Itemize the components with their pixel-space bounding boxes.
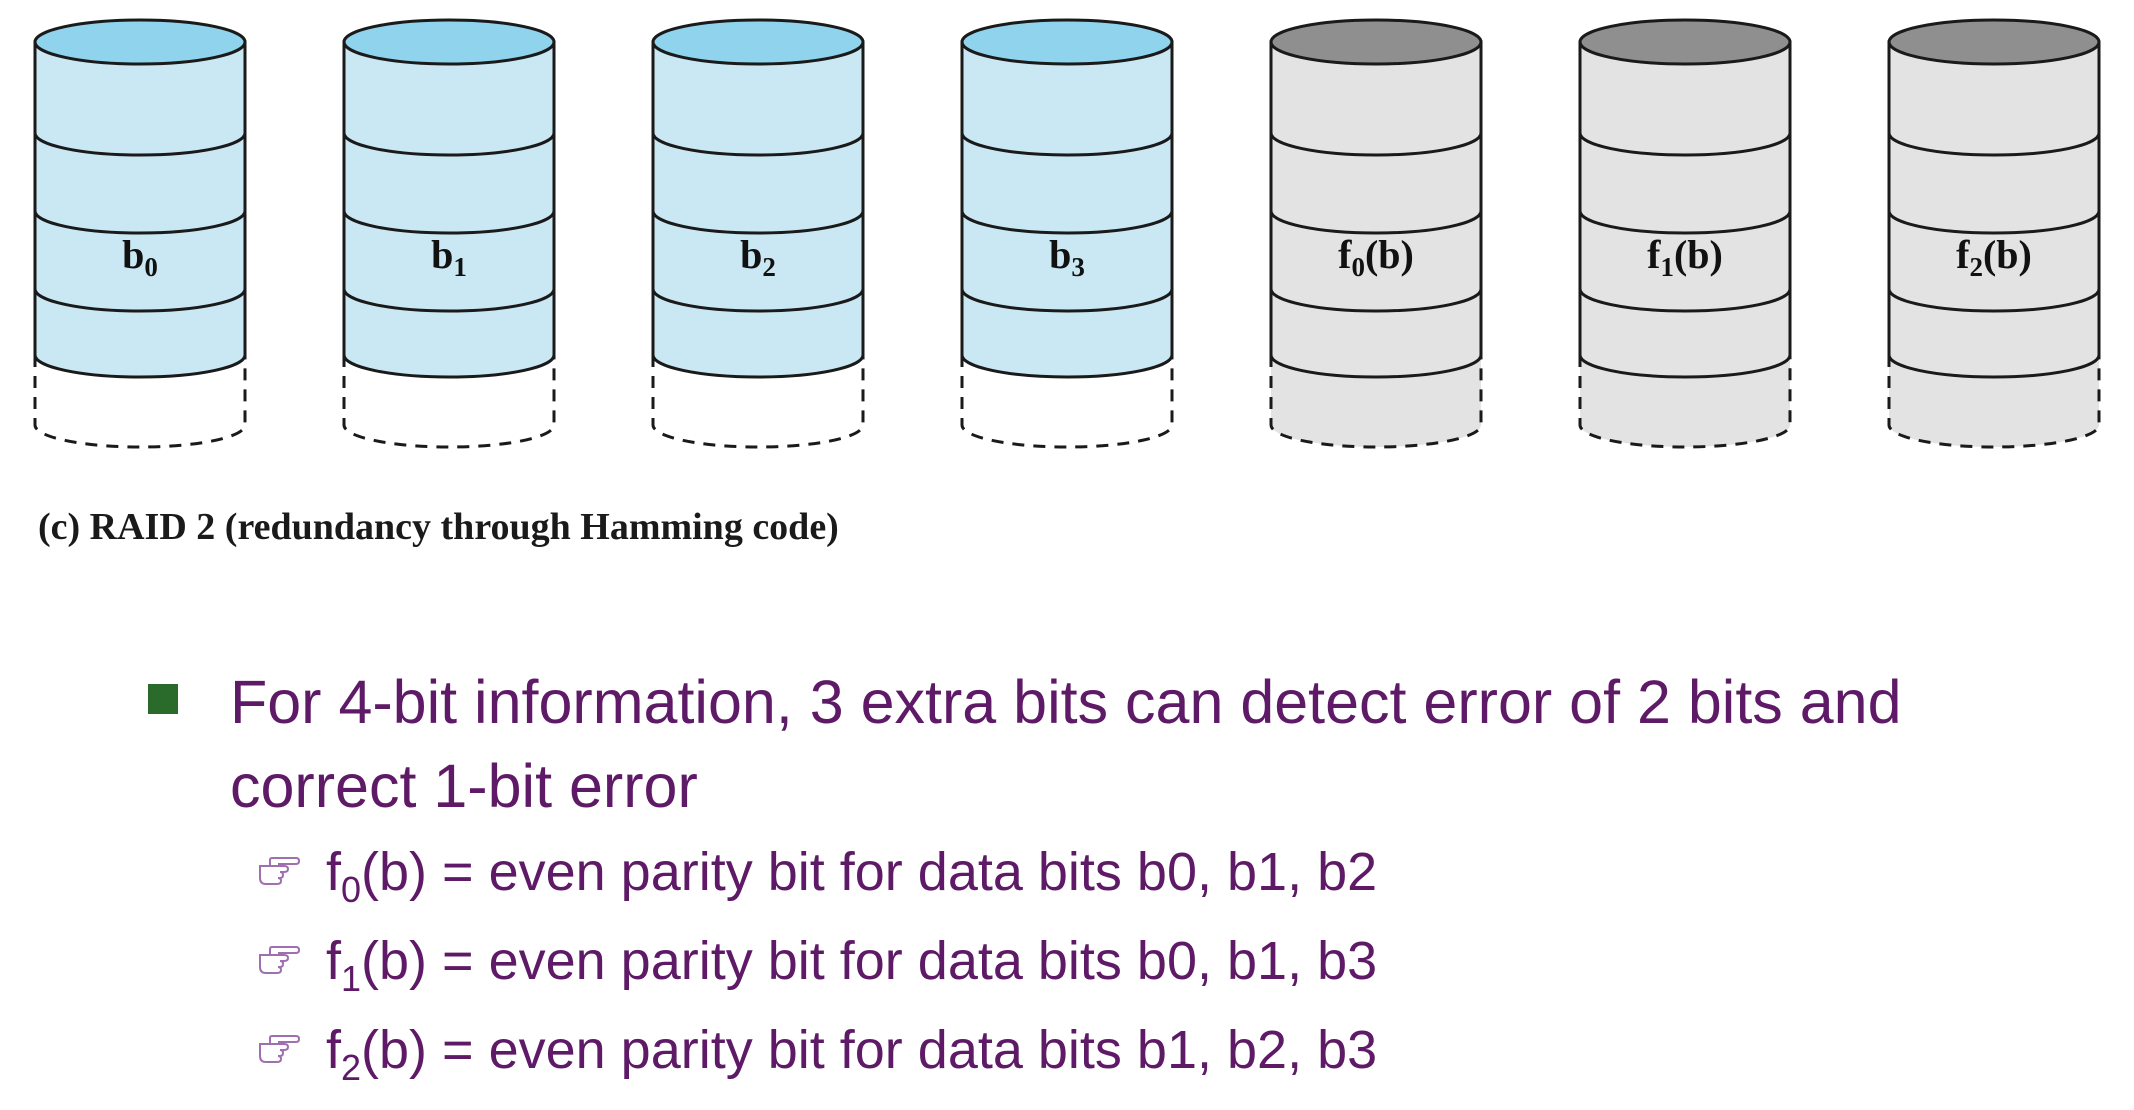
disk-top — [1578, 18, 1792, 66]
disk-band — [960, 288, 1174, 313]
disk-label: f2(b) — [1956, 232, 2032, 282]
disk-band — [1269, 132, 1483, 157]
disk-b0: b0 — [33, 18, 247, 449]
sub-bullet-text: f1(b) = even parity bit for data bits b0… — [326, 931, 1378, 999]
disk-label: f0(b) — [1338, 232, 1414, 282]
disk-top — [342, 18, 556, 66]
disk-dashed-extension — [651, 355, 865, 449]
disk-band — [1269, 210, 1483, 235]
pointing-hand-icon — [259, 857, 300, 885]
disk-top — [1269, 18, 1483, 66]
main-bullet-text: For 4-bit information, 3 extra bits can … — [230, 668, 1902, 820]
disk-band — [1887, 288, 2101, 313]
disk-body — [1578, 40, 1792, 379]
disk-band — [342, 210, 556, 235]
disk-dashed-extension — [1269, 355, 1483, 449]
disk-body — [651, 40, 865, 379]
sub-bullet-f0: f0(b) = even parity bit for data bits b0… — [258, 832, 1958, 912]
disk-b1: b1 — [342, 18, 556, 449]
disk-dashed-extension — [342, 355, 556, 449]
disk-band — [651, 288, 865, 313]
disk-f1: f1(b) — [1578, 18, 1792, 449]
disk-label: b2 — [740, 232, 776, 282]
disk-band — [33, 288, 247, 313]
disk-b2: b2 — [651, 18, 865, 449]
disk-band — [342, 132, 556, 157]
disk-band — [1887, 210, 2101, 235]
disk-top — [960, 18, 1174, 66]
disk-dashed-extension — [1578, 355, 1792, 449]
disk-band — [1887, 132, 2101, 157]
sub-bullet-f2: f2(b) = even parity bit for data bits b1… — [258, 1010, 1958, 1090]
disk-band — [1578, 288, 1792, 313]
disk-dashed-extension — [33, 355, 247, 449]
disk-band — [651, 132, 865, 157]
disk-band — [960, 132, 1174, 157]
disk-body — [33, 40, 247, 379]
disk-band — [1578, 132, 1792, 157]
sub-bullet-f1: f1(b) = even parity bit for data bits b0… — [258, 921, 1958, 1001]
disk-dashed-extension — [960, 355, 1174, 449]
disk-band — [651, 210, 865, 235]
sub-bullet-text: f0(b) = even parity bit for data bits b0… — [326, 842, 1378, 910]
disk-band — [1269, 288, 1483, 313]
disk-top — [1887, 18, 2101, 66]
square-bullet-icon — [148, 684, 178, 714]
disk-body — [1887, 40, 2101, 379]
disk-body — [342, 40, 556, 379]
disk-band — [1578, 210, 1792, 235]
disk-band — [342, 288, 556, 313]
pointing-hand-icon — [259, 946, 300, 974]
disk-body — [960, 40, 1174, 379]
disk-label: b3 — [1049, 232, 1085, 282]
disk-band — [960, 210, 1174, 235]
disk-band — [33, 210, 247, 235]
disk-label: f1(b) — [1647, 232, 1723, 282]
pointing-hand-icon — [259, 1035, 300, 1063]
disk-f2: f2(b) — [1887, 18, 2101, 449]
disk-f0: f0(b) — [1269, 18, 1483, 449]
disk-b3: b3 — [960, 18, 1174, 449]
diagram-caption: (c) RAID 2 (redundancy through Hamming c… — [38, 506, 839, 548]
disk-dashed-extension — [1887, 355, 2101, 449]
disk-top — [33, 18, 247, 66]
disk-label: b0 — [122, 232, 158, 282]
sub-bullet-text: f2(b) = even parity bit for data bits b1… — [326, 1020, 1378, 1088]
disk-band — [33, 132, 247, 157]
disk-label: b1 — [431, 232, 467, 282]
disk-top — [651, 18, 865, 66]
raid2-diagram: b0 b1 b2 b3 f0(b) f1(b) f2(b) — [33, 18, 2101, 449]
disk-body — [1269, 40, 1483, 379]
